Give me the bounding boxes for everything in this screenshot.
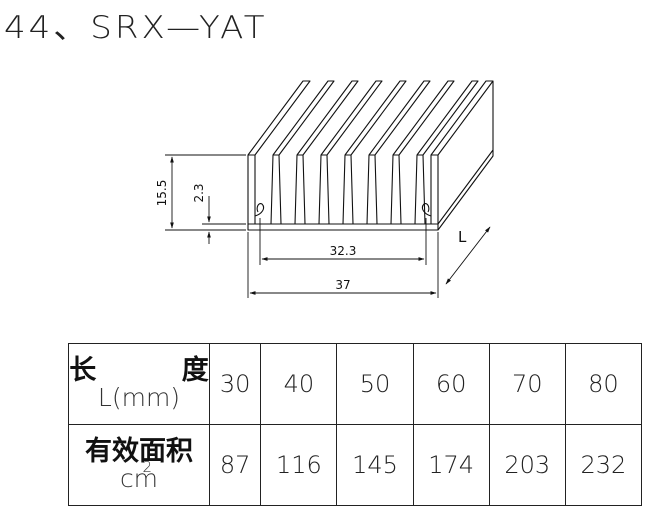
label-area-unit-base: cm: [119, 464, 159, 494]
table-cell: 70: [488, 343, 566, 425]
dim-inner-width: [259, 218, 427, 265]
dim-inner-width-label: 32.3: [330, 244, 357, 258]
label-area-cn: 有效面积: [85, 435, 193, 467]
dim-base-label: 2.3: [192, 183, 206, 202]
dim-length-label: L: [458, 228, 467, 246]
dim-outer-width-label: 37: [335, 278, 350, 292]
dim-base: [202, 196, 246, 244]
label-length-unit: L(mm): [97, 383, 181, 413]
label-length-cn: 长 度: [69, 354, 247, 386]
table-cell: 50: [336, 343, 414, 425]
row-header-length: 长 度 L(mm): [68, 343, 210, 425]
table-cell: 203: [488, 424, 566, 506]
dim-outer-width: [247, 232, 439, 298]
dim-height: [165, 154, 246, 231]
table-cell: 30: [208, 343, 262, 425]
table-row-length: 长 度 L(mm) 30 40 50 60 70 80: [68, 343, 643, 425]
dim-length: [445, 226, 491, 285]
table-cell: 80: [564, 343, 643, 425]
table-cell: 40: [260, 343, 338, 425]
table-cell: 87: [208, 424, 262, 506]
heatsink-drawing: 15.5 2.3 32.3 37 L: [155, 80, 494, 298]
heatsink-depth-lines: [247, 80, 494, 231]
page-title: 44、SRX—YAT: [4, 9, 268, 47]
table-cell: 232: [564, 424, 643, 506]
label-area-unit-sup: 2: [142, 458, 153, 477]
dim-height-label: 15.5: [155, 180, 169, 207]
table-cell: 174: [412, 424, 490, 506]
table-cell: 116: [260, 424, 338, 506]
table-cell: 60: [412, 343, 490, 425]
heatsink-front-profile: [247, 154, 439, 231]
table-cell: 145: [336, 424, 414, 506]
